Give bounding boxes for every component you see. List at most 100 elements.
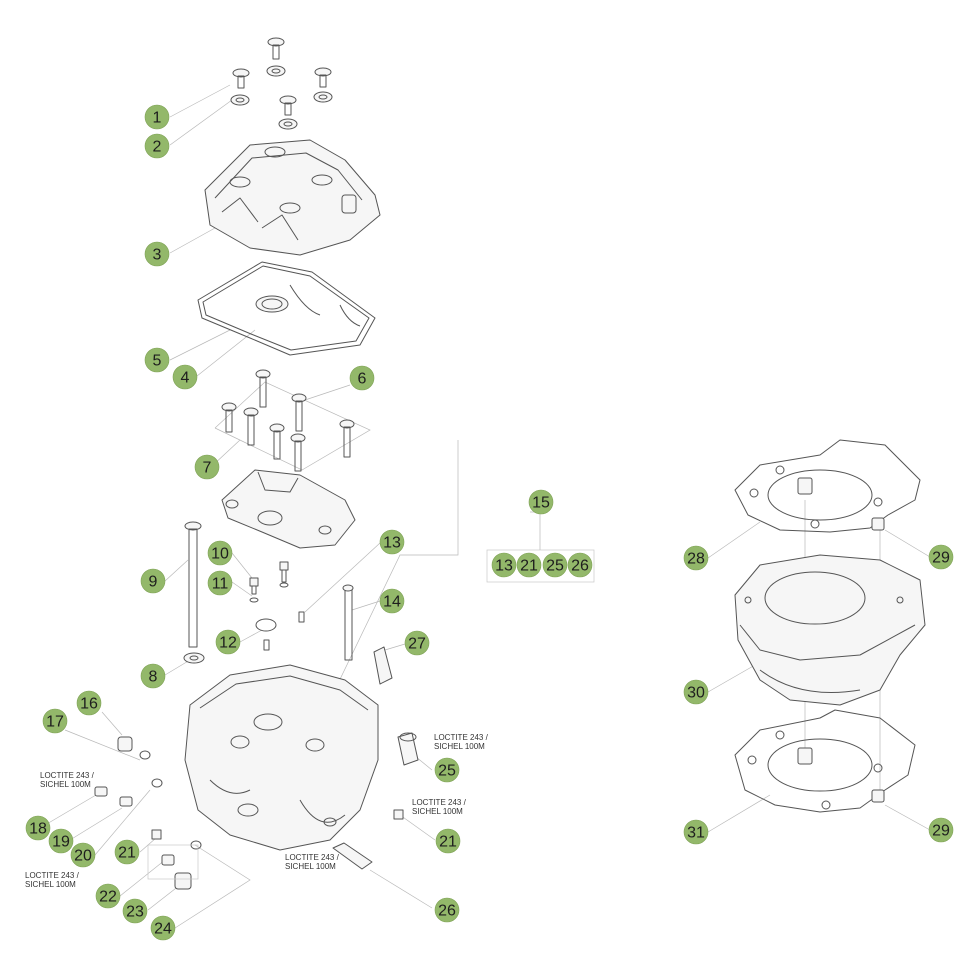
svg-text:24: 24: [154, 921, 172, 938]
leader-lines: [39, 84, 931, 929]
svg-text:14: 14: [383, 594, 401, 611]
loctite-notes: LOCTITE 243 / SICHEL 100M LOCTITE 243 / …: [25, 733, 489, 889]
cylinder-base-gasket: [734, 709, 916, 813]
sleeve: [373, 646, 393, 685]
head-plugs-and-fittings: [94, 736, 202, 890]
callout-9[interactable]: 9: [140, 568, 166, 594]
valve-cover-gasket: [197, 261, 376, 356]
callout-4[interactable]: 4: [172, 364, 198, 390]
svg-text:LOCTITE 243 /: LOCTITE 243 /: [412, 798, 467, 807]
svg-text:1: 1: [153, 110, 162, 127]
cam-holder-bolts: [221, 369, 355, 472]
callout-8[interactable]: 8: [140, 663, 166, 689]
long-stud-bolt: [183, 521, 205, 664]
svg-text:30: 30: [687, 685, 705, 702]
valve-cover: [204, 139, 381, 256]
svg-text:LOCTITE 243 /: LOCTITE 243 /: [434, 733, 489, 742]
svg-text:28: 28: [687, 551, 705, 568]
callout-11[interactable]: 11: [207, 570, 233, 596]
cam-holder: [221, 469, 356, 549]
callout-15[interactable]: 15: [528, 489, 554, 515]
callout-13[interactable]: 13: [379, 529, 405, 555]
callout-21-left[interactable]: 21: [114, 839, 140, 865]
callout-20[interactable]: 20: [70, 842, 96, 868]
callout-10[interactable]: 10: [207, 540, 233, 566]
svg-text:4: 4: [181, 370, 190, 387]
callout-30[interactable]: 30: [683, 679, 709, 705]
svg-text:SICHEL 100M: SICHEL 100M: [285, 862, 336, 871]
svg-text:13: 13: [383, 535, 401, 552]
callout-22[interactable]: 22: [95, 883, 121, 909]
callout-26[interactable]: 26: [434, 897, 460, 923]
svg-text:LOCTITE 243 /: LOCTITE 243 /: [285, 853, 340, 862]
svg-text:17: 17: [46, 714, 64, 731]
loctite-note-head-side: LOCTITE 243 / SICHEL 100M: [412, 798, 467, 816]
svg-text:SICHEL 100M: SICHEL 100M: [40, 780, 91, 789]
svg-text:31: 31: [687, 825, 705, 842]
svg-text:13: 13: [495, 558, 513, 575]
guide-pin: [342, 584, 354, 661]
group-15-member-26[interactable]: 26: [567, 552, 593, 578]
callout-5[interactable]: 5: [144, 347, 170, 373]
o-ring-and-dowels: [255, 611, 305, 651]
callout-7[interactable]: 7: [194, 454, 220, 480]
svg-text:23: 23: [126, 904, 144, 921]
callout-28[interactable]: 28: [683, 545, 709, 571]
callout-2[interactable]: 2: [144, 133, 170, 159]
callout-23[interactable]: 23: [122, 898, 148, 924]
group-15-member-21[interactable]: 21: [516, 552, 542, 578]
group-15-member-25[interactable]: 25: [542, 552, 568, 578]
svg-text:16: 16: [80, 696, 98, 713]
svg-text:26: 26: [438, 903, 456, 920]
svg-text:LOCTITE 243 /: LOCTITE 243 /: [40, 771, 95, 780]
svg-text:21: 21: [118, 845, 136, 862]
svg-text:6: 6: [358, 371, 367, 388]
callout-25[interactable]: 25: [434, 757, 460, 783]
svg-text:25: 25: [546, 558, 564, 575]
loctite-note-left-lower: LOCTITE 243 / SICHEL 100M: [25, 871, 80, 889]
callout-21-right[interactable]: 21: [435, 828, 461, 854]
callout-29-top[interactable]: 29: [928, 544, 954, 570]
svg-text:2: 2: [153, 139, 162, 156]
svg-text:15: 15: [532, 495, 550, 512]
callout-1[interactable]: 1: [144, 104, 170, 130]
svg-text:20: 20: [74, 848, 92, 865]
svg-text:8: 8: [149, 669, 158, 686]
svg-text:9: 9: [149, 574, 158, 591]
svg-text:19: 19: [52, 834, 70, 851]
head-right-fittings: [332, 732, 419, 870]
callout-14[interactable]: 14: [379, 588, 405, 614]
callout-17[interactable]: 17: [42, 708, 68, 734]
parts: [94, 37, 926, 890]
callout-6[interactable]: 6: [349, 365, 375, 391]
svg-text:27: 27: [408, 636, 426, 653]
svg-text:26: 26: [571, 558, 589, 575]
small-bolts: [249, 561, 289, 603]
loctite-note-left-upper: LOCTITE 243 / SICHEL 100M: [40, 771, 95, 789]
svg-text:3: 3: [153, 247, 162, 264]
svg-text:SICHEL 100M: SICHEL 100M: [434, 742, 485, 751]
callout-12[interactable]: 12: [215, 629, 241, 655]
group-15-box: [486, 549, 595, 583]
svg-text:11: 11: [212, 576, 229, 593]
callout-27[interactable]: 27: [404, 630, 430, 656]
callout-16[interactable]: 16: [76, 690, 102, 716]
svg-text:25: 25: [438, 763, 456, 780]
svg-text:SICHEL 100M: SICHEL 100M: [25, 880, 76, 889]
callout-31[interactable]: 31: [683, 819, 709, 845]
callout-24[interactable]: 24: [150, 915, 176, 941]
callout-18[interactable]: 18: [25, 815, 51, 841]
svg-text:7: 7: [203, 460, 212, 477]
callouts: 1 2 3 5 4 6 7 15 10 13 13 21 25 26 9 11 …: [25, 104, 954, 941]
svg-text:10: 10: [211, 546, 229, 563]
svg-text:21: 21: [439, 834, 457, 851]
svg-text:29: 29: [932, 550, 950, 567]
cover-bolts-with-seals: [230, 37, 333, 130]
callout-3[interactable]: 3: [144, 241, 170, 267]
group-15-member-13[interactable]: 13: [491, 552, 517, 578]
callout-29-bottom[interactable]: 29: [928, 817, 954, 843]
cylinder-head: [184, 664, 379, 851]
callout-19[interactable]: 19: [48, 828, 74, 854]
loctite-note-head-bottom: LOCTITE 243 / SICHEL 100M: [285, 853, 340, 871]
